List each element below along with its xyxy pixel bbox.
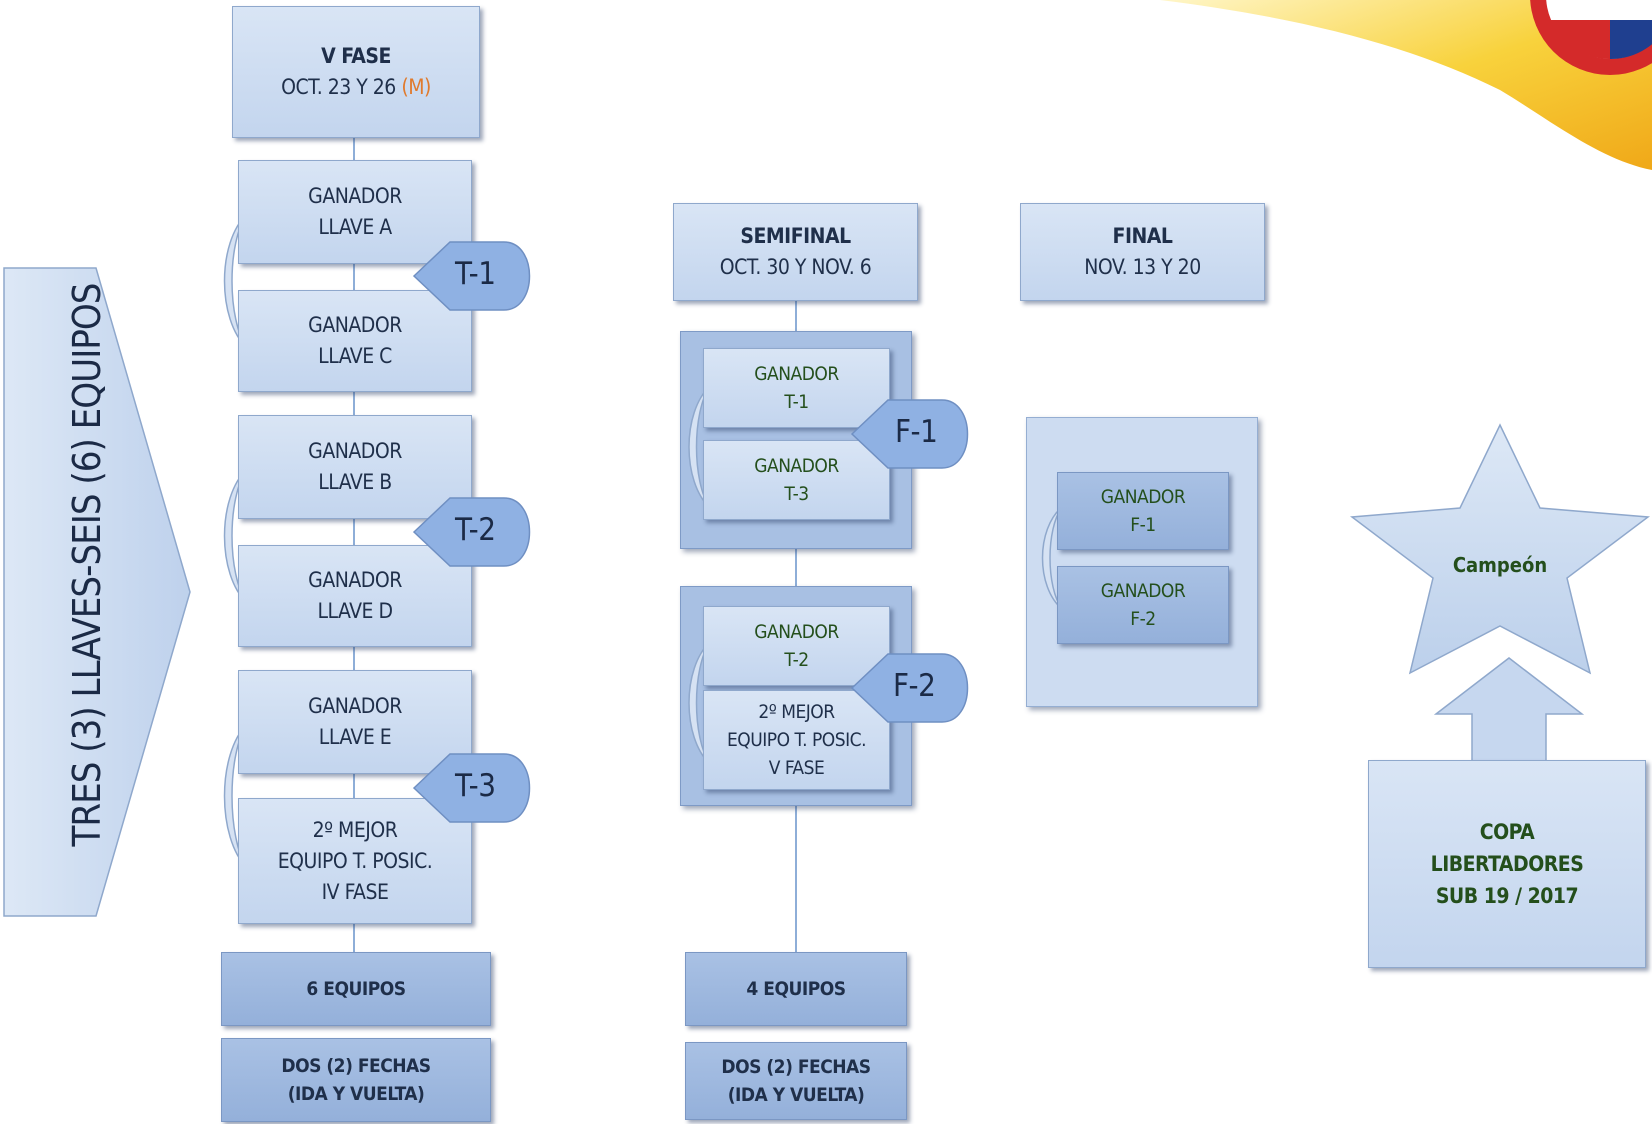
final-title: FINAL [1112,224,1173,248]
tag-t2: T-2 [455,512,496,548]
semifinal-header: SEMIFINAL OCT. 30 Y NOV. 6 [673,203,918,301]
final-dates: NOV. 13 Y 20 [1084,255,1201,279]
semifinal-teams: 4 EQUIPOS [685,952,907,1026]
tag-t3-shape [412,753,531,823]
final-block [1026,417,1258,707]
up-arrow [1434,657,1584,763]
final-header: FINAL NOV. 13 Y 20 [1020,203,1265,301]
tag-t3: T-3 [455,768,496,804]
corner-logo [1160,0,1652,170]
phase-arrow [3,267,191,917]
semifinal-dates: OCT. 30 Y NOV. 6 [719,255,872,279]
vfase-legs: DOS (2) FECHAS(IDA Y VUELTA) [221,1038,491,1122]
tag-f2: F-2 [893,668,936,704]
tag-t2-shape [412,497,531,567]
tag-f2-shape [850,653,969,723]
vfase-header: V FASE OCT. 23 Y 26 (M) [232,6,480,138]
tag-f1: F-1 [895,414,938,450]
vfase-dates-note: (M) [401,75,431,99]
semifinal-legs: DOS (2) FECHAS(IDA Y VUELTA) [685,1042,907,1120]
tag-f1-shape [850,399,969,469]
vfase-title: V FASE [321,44,391,68]
semifinal-title: SEMIFINAL [740,224,851,248]
vfase-dates: OCT. 23 Y 26 (M) [281,75,431,99]
arrow-label: TRES (3) LLAVES-SEIS (6) EQUIPOS [65,283,109,847]
tag-t1: T-1 [455,256,496,292]
vfase-teams: 6 EQUIPOS [221,952,491,1026]
champion-label: Campeón [1452,553,1548,577]
champion-star [1349,423,1651,675]
tag-t1-shape [412,241,531,311]
